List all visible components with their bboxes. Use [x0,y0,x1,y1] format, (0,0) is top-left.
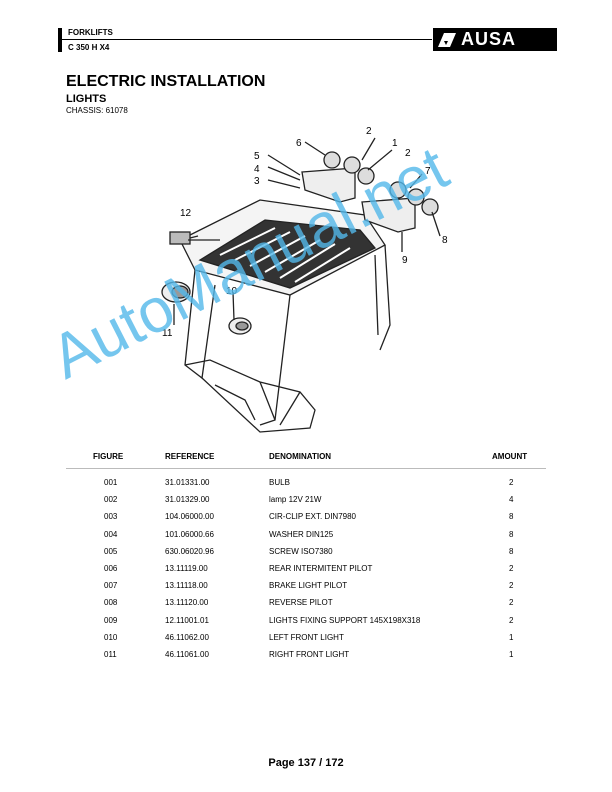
cell-denomination: LIGHTS FIXING SUPPORT 145X198X318 [269,615,421,625]
cell-reference: 46.11062.00 [165,632,209,642]
cell-figure: 010 [104,632,118,642]
cell-amount: 4 [509,495,514,505]
ausa-logo: AUSA [433,28,557,51]
page-subtitle: LIGHTS [66,93,107,105]
logo-text: AUSA [461,29,517,49]
cell-denomination: CIR-CLIP EXT. DIN7980 [269,512,356,522]
cell-amount: 1 [509,632,514,642]
callout-7: 7 [425,166,431,177]
cell-amount: 2 [509,478,514,487]
cell-amount: 8 [509,546,514,556]
callout-11: 11 [162,328,173,339]
callout-9: 9 [402,255,408,266]
chassis-number: CHASSIS: 61078 [66,106,128,115]
cell-amount: 2 [509,564,514,573]
callout-10: 10 [226,286,238,297]
header-section: FORKLIFTS [68,28,113,37]
cell-denomination: WASHER DIN125 [269,529,334,539]
cell-reference: 13.11120.00 [165,598,209,608]
cell-amount: 2 [509,581,514,591]
cell-amount: 2 [509,615,514,625]
cell-reference: 13.11118.00 [165,581,208,591]
header-rule [62,39,432,40]
cell-denomination: LEFT FRONT LIGHT [269,632,344,642]
cell-figure: 003 [104,512,118,522]
cell-reference: 12.11001.01 [165,615,209,625]
col-header-reference: REFERENCE [165,452,215,461]
cell-denomination: SCREW ISO7380 [269,546,333,556]
cell-denomination: REVERSE PILOT [269,598,333,608]
cell-reference: 31.01331.00 [165,478,210,487]
cell-denomination: RIGHT FRONT LIGHT [269,650,350,659]
exploded-parts-diagram: 1 2 2 3 4 5 6 7 8 9 10 11 12 [161,126,448,433]
cell-figure: 007 [104,581,118,591]
callout-2b: 2 [405,148,411,159]
cell-denomination: REAR INTERMITENT PILOT [269,564,373,573]
callout-2a: 2 [366,126,372,137]
cell-reference: 31.01329.00 [165,495,210,505]
col-header-denomination: DENOMINATION [269,452,332,461]
page-title: ELECTRIC INSTALLATION [66,73,266,90]
cell-reference: 101.06000.66 [165,529,214,539]
cell-figure: 004 [104,529,118,539]
header-bar [58,28,62,52]
callout-1: 1 [392,138,398,149]
cell-figure: 009 [104,615,118,625]
cell-reference: 104.06000.00 [165,512,214,522]
callout-6: 6 [296,138,302,149]
callout-3: 3 [254,176,260,187]
col-header-amount: AMOUNT [492,452,528,461]
callout-12: 12 [180,208,192,219]
cell-denomination: BULB [269,478,290,487]
table-header-rule [66,468,546,469]
page-number: Page 137 / 172 [268,757,344,769]
cell-figure: 001 [104,478,118,487]
cell-reference: 630.06020.96 [165,546,214,556]
callout-4: 4 [254,164,260,175]
cell-reference: 13.11119.00 [165,564,208,573]
cell-reference: 46.11061.00 [165,650,209,659]
cell-figure: 008 [104,598,118,608]
cell-denomination: lamp 12V 21W [269,495,322,505]
callout-5: 5 [254,151,260,162]
cell-figure: 002 [104,495,118,505]
cell-figure: 005 [104,546,118,556]
cell-amount: 8 [509,512,514,522]
col-header-figure: FIGURE [93,452,124,461]
cell-amount: 2 [509,598,514,608]
header-model: C 350 H X4 [68,43,110,52]
cell-amount: 1 [509,650,514,659]
logo-mark-icon [438,33,456,47]
cell-figure: 011 [104,650,117,659]
cell-figure: 006 [104,564,118,573]
cell-denomination: BRAKE LIGHT PILOT [269,581,348,591]
cell-amount: 8 [509,529,514,539]
callout-8: 8 [442,235,448,246]
